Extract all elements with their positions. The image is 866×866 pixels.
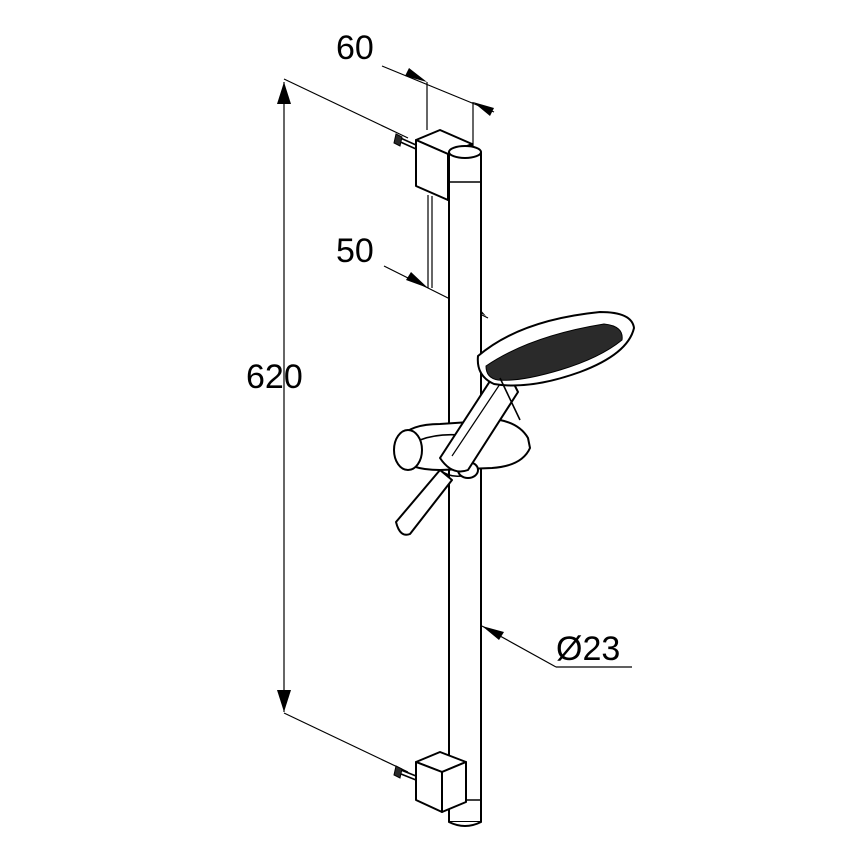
hand-shower: [439, 311, 635, 473]
dimension-diameter: Ø23: [481, 625, 632, 668]
dimension-50: 50: [336, 195, 489, 319]
dimension-60: 60: [336, 29, 495, 150]
dimension-label-620: 620: [246, 358, 303, 396]
dimension-620: 620: [246, 78, 409, 773]
dimension-label-diameter: Ø23: [556, 630, 620, 668]
rail-bar: [431, 145, 482, 827]
dimension-label-60: 60: [336, 29, 374, 67]
bottom-wall-bracket: [393, 751, 467, 813]
dimension-label-50: 50: [336, 232, 374, 270]
